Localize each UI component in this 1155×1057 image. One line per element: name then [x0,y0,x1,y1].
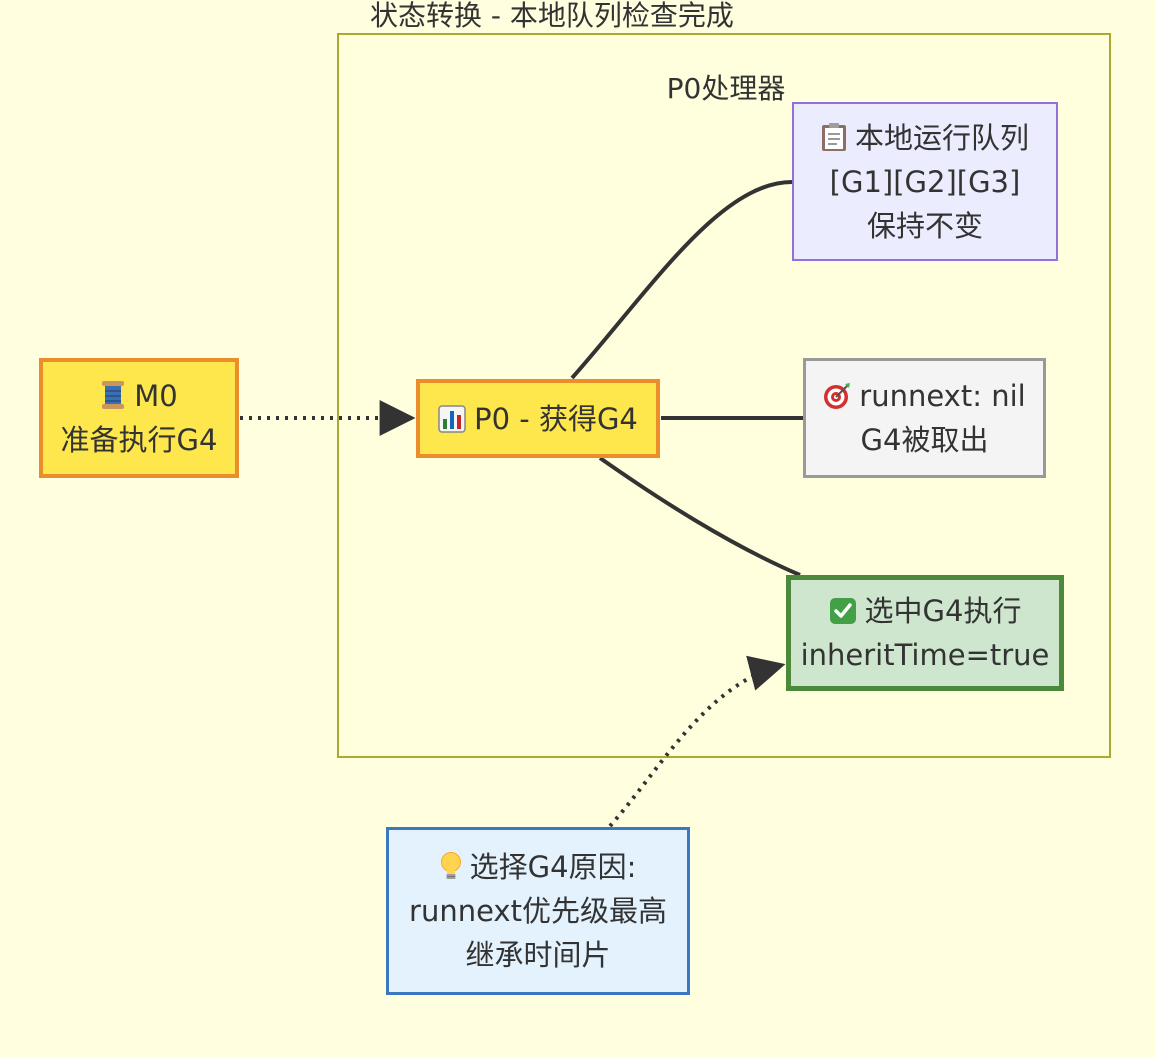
p0-line-1: P0 - 获得G4 [474,401,638,436]
edge-p0-to-selected [598,456,801,577]
edge-p0-to-local-queue [570,180,793,380]
edge-reason-to-selected [608,655,786,828]
cluster-label: P0处理器 [666,72,786,105]
check-icon [829,598,856,624]
selected-line-1: 选中G4执行 [864,594,1022,628]
diagram-title: 状态转换 - 本地队列检查完成 [370,0,734,32]
m0-line-1: M0 [134,379,178,413]
runnext-line-2: G4被取出 [860,423,989,457]
reason-line-1: 选择G4原因: [469,850,637,884]
node-selected-g4: 选中G4执行 inheritTime=true [786,575,1064,691]
m0-line-2: 准备执行G4 [60,423,218,457]
local-queue-line-3: 保持不变 [866,208,983,243]
target-icon [824,383,851,409]
node-selection-reason: 选择G4原因: runnext优先级最高 继承时间片 [386,827,690,995]
node-p0: P0 - 获得G4 [416,379,660,458]
lightbulb-icon [440,852,461,879]
runnext-line-1: runnext: nil [859,379,1026,413]
bar-chart-icon [438,404,466,433]
node-local-run-queue: 本地运行队列 [G1][G2][G3] 保持不变 [792,102,1058,261]
local-queue-line-2: [G1][G2][G3] [829,164,1021,199]
node-runnext: runnext: nil G4被取出 [803,358,1046,478]
reason-line-2: runnext优先级最高 [409,894,667,928]
clipboard-icon [821,122,846,151]
node-m0: M0 准备执行G4 [39,358,239,478]
spool-icon [102,381,125,409]
local-queue-line-1: 本地运行队列 [854,120,1029,155]
selected-line-2: inheritTime=true [800,638,1050,672]
reason-line-3: 继承时间片 [465,938,611,972]
